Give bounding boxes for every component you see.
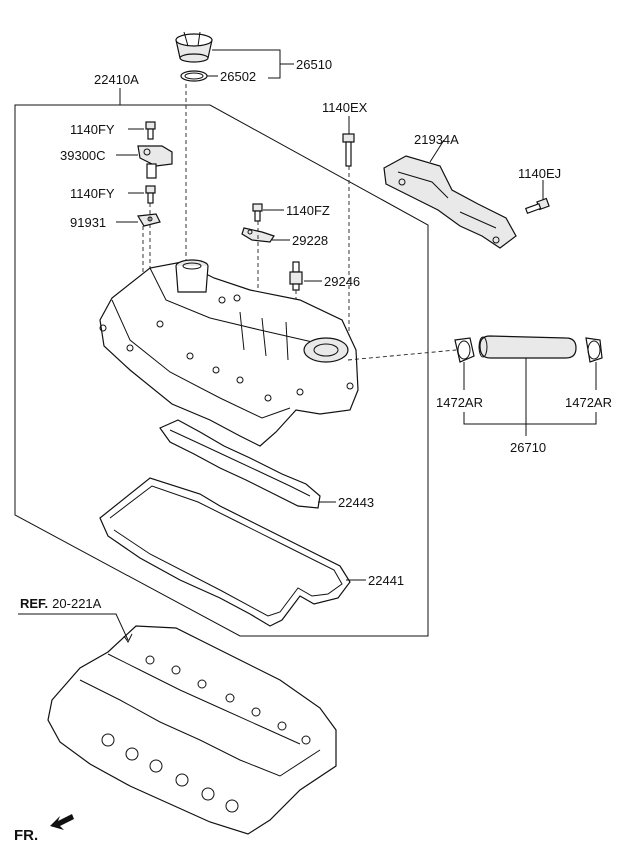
label-91931: 91931: [70, 215, 106, 230]
label-29246: 29246: [324, 274, 360, 289]
gasket-22441: [99, 477, 351, 627]
label-1140EX: 1140EX: [322, 100, 368, 115]
heat-shield: [383, 155, 517, 249]
label-1140FY-bottom: 1140FY: [70, 186, 115, 201]
bolt-1140FZ: [252, 203, 263, 222]
cylinder-head: [47, 625, 337, 835]
cover-assembly-outline: [14, 104, 429, 637]
pcv-valve: [289, 261, 303, 291]
label-ref: REF. 20-221A: [20, 595, 102, 612]
label-22443: 22443: [338, 495, 374, 510]
hose-clamp-right: [585, 337, 603, 363]
front-arrow-icon: [50, 814, 74, 830]
label-1140FY-top: 1140FY: [70, 122, 115, 137]
label-29228: 29228: [292, 233, 328, 248]
label-22441: 22441: [368, 573, 404, 588]
ref-prefix: REF.: [20, 596, 48, 611]
label-1140FZ: 1140FZ: [286, 203, 330, 218]
bolt-1140EX: [342, 133, 355, 167]
cam-sensor: [137, 145, 173, 179]
label-26502: 26502: [220, 69, 256, 84]
rocker-cover: [99, 259, 359, 447]
bolt-1140FY-top: [145, 121, 156, 140]
label-39300C: 39300C: [60, 148, 106, 163]
label-1472AR-left: 1472AR: [436, 395, 483, 410]
label-26710: 26710: [510, 440, 546, 455]
bracket-91931: [137, 213, 161, 227]
hose-clamp-left: [454, 337, 475, 363]
breather-hose: [478, 335, 577, 359]
bolt-1140FY-bottom: [145, 185, 156, 204]
ref-code: 20-221A: [52, 596, 101, 611]
label-front: FR.: [14, 827, 38, 844]
label-1140EJ: 1140EJ: [518, 166, 561, 181]
label-26510: 26510: [296, 57, 332, 72]
label-21934A: 21934A: [414, 132, 459, 147]
oil-filler-cap: [175, 31, 213, 63]
bolt-1140EJ: [524, 197, 550, 214]
label-1472AR-right: 1472AR: [565, 395, 612, 410]
label-22410A: 22410A: [94, 72, 139, 87]
